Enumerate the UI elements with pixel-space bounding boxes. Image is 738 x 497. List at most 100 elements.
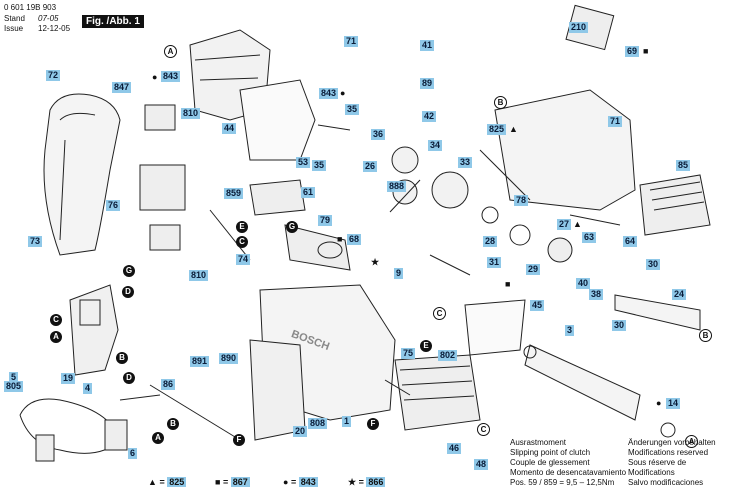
- part-825-marker: ▲: [509, 124, 518, 134]
- part-14[interactable]: 14: [666, 398, 681, 409]
- part-26[interactable]: 26: [363, 161, 378, 172]
- part-27-marker: ▲: [573, 219, 582, 229]
- callout-d-left[interactable]: D: [122, 286, 134, 298]
- part-843-b[interactable]: 843: [319, 88, 339, 99]
- part-843[interactable]: 843: [161, 71, 181, 82]
- doc-number: 0 601 19B 903: [4, 3, 57, 12]
- part-63[interactable]: 63: [582, 232, 597, 243]
- stand-value: 07-05: [38, 14, 59, 23]
- part-41[interactable]: 41: [420, 40, 435, 51]
- part-3[interactable]: 3: [565, 325, 575, 336]
- part-28[interactable]: 28: [483, 236, 498, 247]
- part-36[interactable]: 36: [371, 129, 386, 140]
- callout-b-right[interactable]: B: [699, 329, 712, 342]
- note-right-3: Sous réserve de: [628, 458, 687, 467]
- part-29[interactable]: 29: [526, 264, 541, 275]
- part-6[interactable]: 6: [128, 448, 138, 459]
- part-20[interactable]: 20: [293, 426, 308, 437]
- part-71-b[interactable]: 71: [608, 116, 623, 127]
- switch-housing: [69, 284, 119, 376]
- part-847[interactable]: 847: [112, 82, 132, 93]
- part-4[interactable]: 4: [83, 383, 93, 394]
- part-210[interactable]: 210: [569, 22, 589, 33]
- note-fr: Couple de glessement: [510, 458, 590, 467]
- callout-c-mid[interactable]: C: [236, 236, 248, 248]
- part-27[interactable]: 27: [557, 219, 572, 230]
- stand-label: Stand: [4, 14, 25, 23]
- part-810[interactable]: 810: [181, 108, 201, 119]
- callout-b-left[interactable]: B: [116, 352, 128, 364]
- part-891[interactable]: 891: [190, 356, 210, 367]
- callout-f-motor[interactable]: F: [367, 418, 379, 430]
- note-pos: Pos. 59 / 859 = 9,5 – 12,5Nm: [510, 478, 615, 487]
- part-19[interactable]: 19: [61, 373, 76, 384]
- part-46[interactable]: 46: [447, 443, 462, 454]
- part-79[interactable]: 79: [318, 215, 333, 226]
- part-14-marker: ●: [656, 398, 662, 408]
- callout-g-mid[interactable]: G: [286, 221, 298, 233]
- callout-c-mid2[interactable]: C: [433, 307, 446, 320]
- part-34[interactable]: 34: [428, 140, 443, 151]
- callout-e-motor[interactable]: E: [420, 340, 432, 352]
- part-85[interactable]: 85: [676, 160, 691, 171]
- part-76[interactable]: 76: [106, 200, 121, 211]
- part-30-b[interactable]: 30: [612, 320, 627, 331]
- part-888[interactable]: 888: [387, 181, 407, 192]
- callout-e-mid[interactable]: E: [236, 221, 248, 233]
- issue-label: Issue: [4, 24, 24, 33]
- callout-a-bottom[interactable]: A: [152, 432, 164, 444]
- part-71[interactable]: 71: [344, 36, 359, 47]
- note-right-2: Modifications reserved: [628, 448, 709, 457]
- callout-a-left[interactable]: A: [50, 331, 62, 343]
- part-24[interactable]: 24: [672, 289, 687, 300]
- part-89[interactable]: 89: [420, 78, 435, 89]
- part-866-marker: ★: [371, 257, 380, 267]
- part-805[interactable]: 805: [4, 381, 24, 392]
- part-35-b[interactable]: 35: [312, 160, 327, 171]
- part-40[interactable]: 40: [576, 278, 591, 289]
- callout-c-left[interactable]: C: [50, 314, 62, 326]
- callout-g-left[interactable]: G: [123, 265, 135, 277]
- part-9[interactable]: 9: [394, 268, 404, 279]
- part-42[interactable]: 42: [422, 111, 437, 122]
- callout-b-bottom[interactable]: B: [167, 418, 179, 430]
- part-53[interactable]: 53: [296, 157, 311, 168]
- part-73[interactable]: 73: [28, 236, 43, 247]
- part-808[interactable]: 808: [308, 418, 328, 429]
- part-78[interactable]: 78: [514, 195, 529, 206]
- part-30[interactable]: 30: [646, 259, 661, 270]
- callout-b-top[interactable]: B: [494, 96, 507, 109]
- part-61[interactable]: 61: [301, 187, 316, 198]
- part-68[interactable]: 68: [347, 234, 362, 245]
- flange: [464, 299, 526, 356]
- note-es: Momento de desencatavamiento: [510, 468, 627, 477]
- part-45[interactable]: 45: [530, 300, 545, 311]
- callout-f-bottom[interactable]: F: [233, 434, 245, 446]
- part-64[interactable]: 64: [623, 236, 638, 247]
- part-33[interactable]: 33: [458, 157, 473, 168]
- switch-module: [139, 164, 186, 211]
- part-810-b[interactable]: 810: [189, 270, 209, 281]
- callout-a-right[interactable]: A: [685, 435, 698, 448]
- part-75[interactable]: 75: [401, 348, 416, 359]
- part-1[interactable]: 1: [342, 416, 352, 427]
- part-38[interactable]: 38: [589, 289, 604, 300]
- part-825[interactable]: 825: [487, 124, 507, 135]
- part-44[interactable]: 44: [222, 123, 237, 134]
- callout-c-bottom[interactable]: C: [477, 423, 490, 436]
- part-69-marker: ■: [643, 46, 649, 56]
- callout-a-top[interactable]: A: [164, 45, 177, 58]
- part-890[interactable]: 890: [219, 353, 239, 364]
- part-31[interactable]: 31: [487, 257, 502, 268]
- part-859[interactable]: 859: [224, 188, 244, 199]
- part-802[interactable]: 802: [438, 350, 458, 361]
- part-74[interactable]: 74: [236, 254, 251, 265]
- part-48[interactable]: 48: [474, 459, 489, 470]
- part-5[interactable]: 5: [9, 372, 19, 383]
- part-35[interactable]: 35: [345, 104, 360, 115]
- callout-d-bottom[interactable]: D: [123, 372, 135, 384]
- part-86[interactable]: 86: [161, 379, 176, 390]
- part-72[interactable]: 72: [46, 70, 61, 81]
- part-69[interactable]: 69: [625, 46, 640, 57]
